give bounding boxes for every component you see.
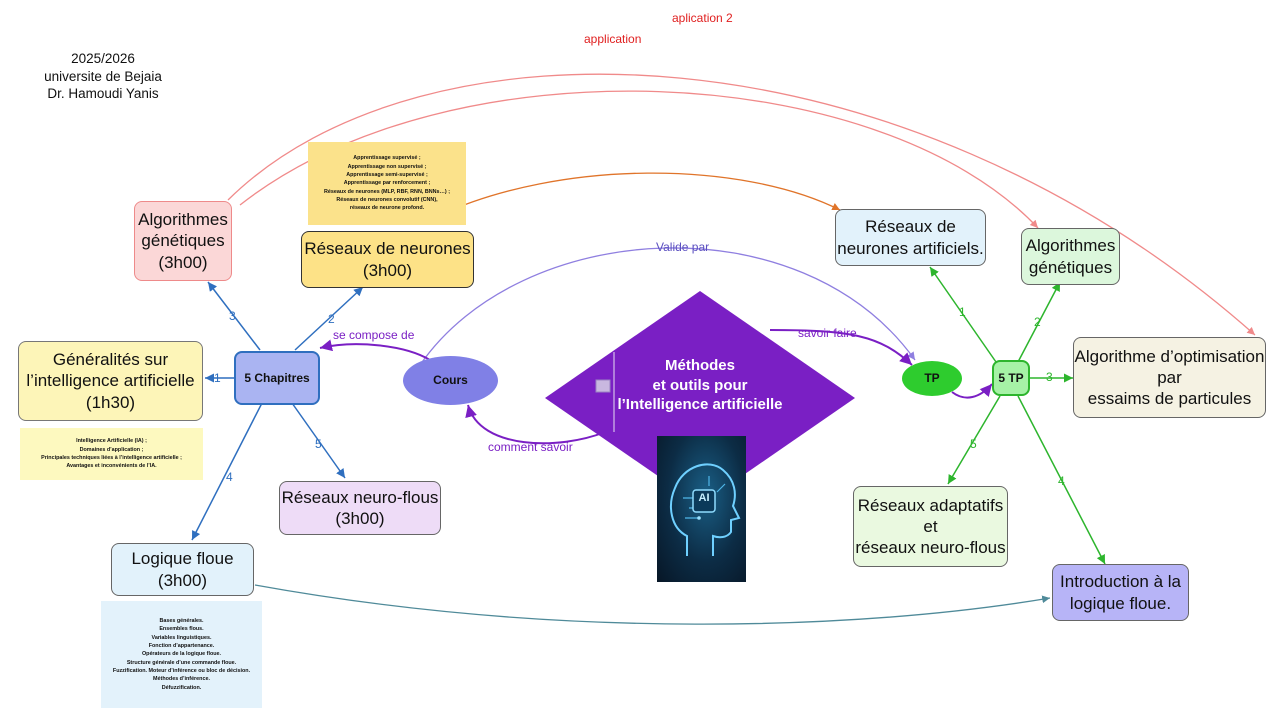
ai-head-outline [670, 463, 741, 556]
savoir-faire-arrow [769, 329, 913, 366]
se-compose-de-arrow [319, 339, 431, 361]
chapitres-hub[interactable]: 5 Chapitres [234, 351, 320, 405]
chapter-3-number: 3 [229, 309, 236, 323]
tp-4-number: 4 [1058, 474, 1065, 488]
tp-5-number: 5 [970, 437, 977, 451]
chapter-2-number: 2 [328, 312, 335, 326]
tp-1-number: 1 [959, 305, 966, 319]
label-se-compose-de: se compose de [333, 328, 415, 342]
tp-logique-floue[interactable]: Introduction à la logique floue. [1052, 564, 1189, 621]
ai-head-image: AI [657, 436, 746, 582]
tp-node[interactable]: TP [902, 361, 962, 396]
label-application: application [584, 32, 642, 46]
tp-2-number: 2 [1034, 315, 1041, 329]
tp-reseaux-neurones[interactable]: Réseaux de neurones artificiels. [835, 209, 986, 266]
label-valide-par: Valide par [656, 240, 710, 254]
tp-to-5tp-arrow [951, 383, 993, 399]
comment-savoir-arrow [465, 404, 606, 445]
chapter-algorithmes-genetiques[interactable]: Algorithmes génétiques (3h00) [134, 201, 232, 281]
chapter-generalites[interactable]: Généralités sur l’intelligence artificie… [18, 341, 203, 421]
header-author: Dr. Hamoudi Yanis [47, 86, 159, 102]
chapter-reseaux-neuro-flous[interactable]: Réseaux neuro-flous (3h00) [279, 481, 441, 535]
note-lf-topics: Bases générales. Ensembles flous. Variab… [101, 601, 262, 708]
header-block: 2025/2026 universite de Bejaia Dr. Hamou… [28, 50, 178, 103]
cours-node[interactable]: Cours [403, 356, 498, 405]
label-comment-savoir: comment savoir [488, 440, 573, 454]
central-diamond [545, 291, 855, 505]
rn-to-tp-arc [439, 172, 841, 216]
tp-hub[interactable]: 5 TP [992, 360, 1030, 396]
chapter-5-number: 5 [315, 437, 322, 451]
ai-chip-label: AI [698, 492, 710, 504]
tp-algorithmes-genetiques[interactable]: Algorithmes génétiques [1021, 228, 1120, 285]
valide-par-arc [419, 247, 916, 366]
tp-essaims-particules[interactable]: Algorithme d’optimisation par essaims de… [1073, 337, 1266, 418]
label-savoir-faire: savoir faire [798, 326, 857, 340]
tp-3-number: 3 [1046, 370, 1053, 384]
chapter-logique-floue[interactable]: Logique floue (3h00) [111, 543, 254, 596]
header-year: 2025/2026 [71, 51, 135, 66]
label-application-2: aplication 2 [672, 11, 733, 25]
chapter-1-number: 1 [214, 371, 221, 385]
lf-to-tp-arc [254, 584, 1051, 625]
tp-reseaux-adaptatifs[interactable]: Réseaux adaptatifs et réseaux neuro-flou… [853, 486, 1008, 567]
header-university: universite de Bejaia [44, 68, 162, 84]
central-title: Méthodes et outils pour l’Intelligence a… [617, 357, 783, 413]
chapter-reseaux-neurones[interactable]: Réseaux de neurones (3h00) [301, 231, 474, 288]
note-ia-topics: Intelligence Artificielle (IA) ; Domaine… [20, 428, 203, 480]
chapter-4-number: 4 [226, 470, 233, 484]
note-rn-topics: Apprentissage supervisé ; Apprentissage … [308, 142, 466, 225]
application-arc [227, 73, 1256, 336]
